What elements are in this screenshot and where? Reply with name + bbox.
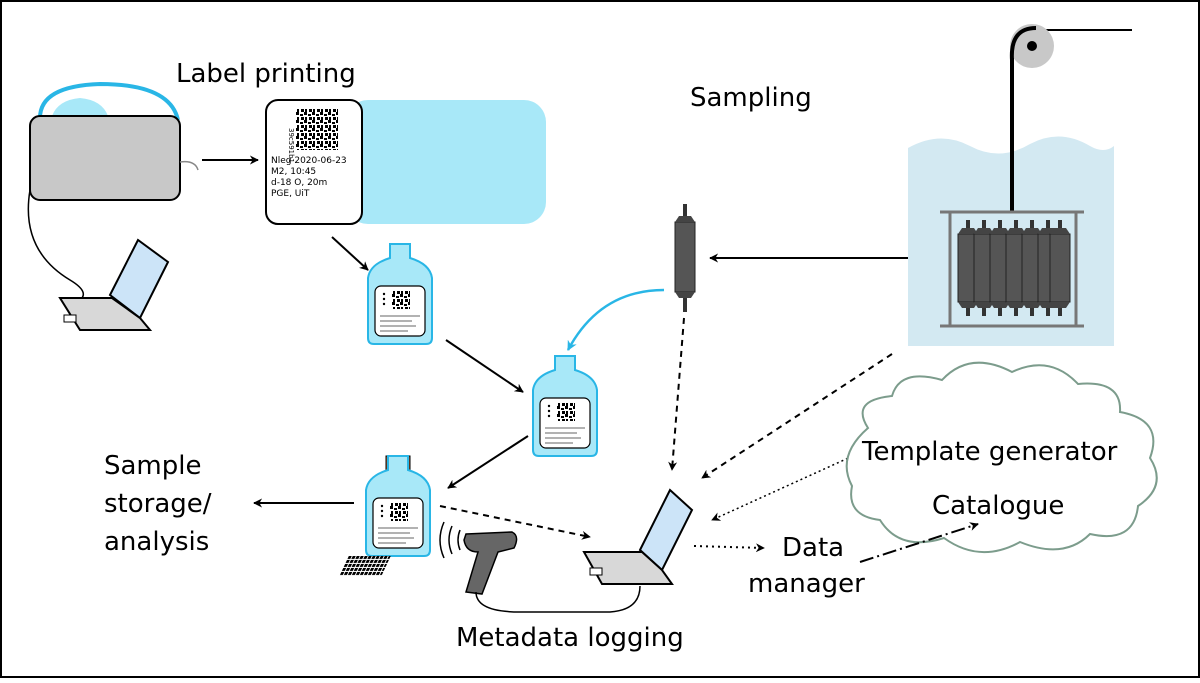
- niskin-bottle-icon: [674, 204, 696, 312]
- printer-cable: [27, 189, 85, 301]
- arrow-label-to-bottle: [331, 236, 369, 271]
- metadata-logging-label: Metadata logging: [456, 623, 684, 653]
- label-line-3: d-18 O, 20m: [271, 178, 327, 188]
- barcode-scanner-icon: [439, 521, 518, 595]
- arrow-bottle-to-bottle: [445, 339, 524, 393]
- label-id-code: 39c591b1: [287, 128, 295, 163]
- bottle-icon: [365, 455, 431, 557]
- cloud-icon: [845, 361, 1158, 553]
- data-manager-label-1: Data: [782, 533, 844, 563]
- data-manager-label-2: manager: [748, 569, 865, 599]
- template-generator-label: Template generator: [861, 437, 1118, 467]
- winch-icon: [1009, 24, 1132, 212]
- sample-storage-label-2: storage/: [104, 489, 212, 519]
- sample-storage-label-1: Sample: [104, 451, 202, 481]
- laptop-icon: [339, 488, 694, 585]
- laptop-icon: [58, 238, 170, 331]
- arrow-bottle-to-corked: [447, 435, 529, 489]
- arrow-niskin-to-laptop: [668, 317, 685, 471]
- label-line-1: Nleg 2020-06-23: [271, 156, 347, 166]
- arrow-tank-to-laptop: [701, 353, 893, 479]
- label-line-4: PGE, UiT: [271, 189, 310, 199]
- arrow-template-to-laptop: [711, 449, 867, 521]
- scanner-cable: [475, 585, 641, 613]
- arrow-niskin-to-bottle: [566, 288, 665, 351]
- arrow-data-manager-to-catalogue: [859, 522, 979, 563]
- sample-storage-label-3: analysis: [104, 527, 209, 557]
- qr-code-icon: [296, 108, 338, 150]
- label-line-2: M2, 10:45: [271, 167, 316, 177]
- arrow-bottle-to-laptop: [439, 505, 591, 540]
- rosette-icon: [940, 210, 1084, 328]
- catalogue-label: Catalogue: [932, 491, 1064, 521]
- sampling-title: Sampling: [690, 83, 812, 113]
- label-printing-title: Label printing: [176, 59, 356, 89]
- printer-icon: [29, 81, 199, 201]
- label-sheet: 39c591b1 Nleg 2020-06-23 M2, 10:45 d-18 …: [265, 99, 546, 225]
